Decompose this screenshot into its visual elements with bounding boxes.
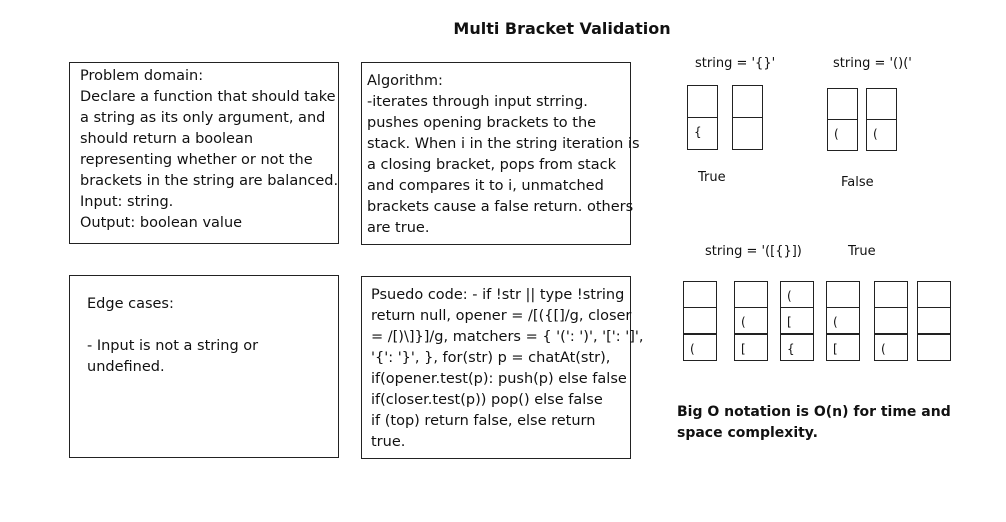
algorithm-line: and compares it to i, unmatched [367,178,604,194]
example3-stack2-cell: [ [734,334,768,361]
example3-result: True [848,244,876,259]
example2-stack2-cell: ( [866,119,897,151]
example3-label: string = '([{}]) [705,244,802,259]
example1-stack2-cell [732,117,763,150]
problem-domain-line: representing whether or not the [80,152,313,168]
problem-domain-input: Input: string. [80,194,174,210]
example3-stack2-cell: ( [734,307,768,334]
stack-cell-char: [ [833,342,838,356]
pseudo-code-line: Psuedo code: - if !str || type !string [371,287,625,303]
edge-cases-spacer [87,315,338,336]
big-o-note: Big O notation is O(n) for time and spac… [677,402,951,444]
problem-domain-line: should return a boolean [80,131,254,147]
example3-stack6-cell [917,307,951,334]
example2-stack2-cell [866,88,897,120]
example1-stack1-cell: { [687,117,718,150]
big-o-line: Big O notation is O(n) for time and [677,404,951,420]
pseudo-code-line: = /[)\]}]/g, matchers = { '(': ')', '[':… [371,329,644,345]
stack-cell-char: ( [873,127,878,141]
example2-label: string = '()(' [833,56,912,71]
example1-stack2-cell [732,85,763,118]
example2-stack1-cell [827,88,858,120]
problem-domain-line: brackets in the string are balanced. [80,173,339,189]
edge-cases-line: undefined. [87,359,165,375]
problem-domain-output: Output: boolean value [80,215,243,231]
example3-stack2-cell [734,281,768,308]
pseudo-code-line: return null, opener = /[({[]/g, closer [371,308,632,324]
problem-domain-line: Declare a function that should take [80,89,336,105]
stack-cell-char: [ [741,342,746,356]
edge-cases-heading: Edge cases: [87,296,174,312]
big-o-line: space complexity. [677,425,818,441]
example3-stack6-cell [917,334,951,361]
example1-stack1-cell [687,85,718,118]
example3-stack3-cell: [ [780,307,814,334]
problem-domain-heading: Problem domain: [80,68,204,84]
stack-cell-char: ( [834,127,839,141]
algorithm-line: stack. When i in the string iteration is [367,136,640,152]
algorithm-line: a closing bracket, pops from stack [367,157,616,173]
edge-cases-line: - Input is not a string or [87,338,259,354]
pseudo-code-line: if(opener.test(p): push(p) else false [371,371,627,387]
example3-stack3-cell: { [780,334,814,361]
pseudo-code-line: if (top) return false, else return [371,413,596,429]
pseudo-code-box: Psuedo code: - if !str || type !string r… [361,276,644,459]
example3-stack4-cell: ( [826,307,860,334]
algorithm-heading: Algorithm: [367,73,443,89]
pseudo-code-line: '{': '}', }, for(str) p = chatAt(str), [371,350,611,366]
example1-label: string = '{}' [695,56,776,71]
algorithm-line: pushes opening brackets to the [367,115,597,131]
page-title: Multi Bracket Validation [453,19,671,38]
pseudo-code-line: if(closer.test(p)) pop() else false [371,392,603,408]
example3-stack5-cell [874,307,908,334]
stack-cell-char: { [694,125,702,139]
example3-stack5-cell [874,281,908,308]
example3-stack4-cell: [ [826,334,860,361]
problem-domain-box: Problem domain: Declare a function that … [69,62,339,244]
example3-stack4-cell [826,281,860,308]
example2-stack1-cell: ( [827,119,858,151]
stack-cell-char: ( [833,315,838,329]
algorithm-line: are true. [367,220,430,236]
pseudo-code-line: true. [371,434,406,450]
example3-stack3-cell: ( [780,281,814,308]
example3-stack6-cell [917,281,951,308]
stack-cell-char: ( [787,289,792,303]
example3-stack1-cell [683,307,717,334]
example3-stack1-cell: ( [683,334,717,361]
edge-cases-box: Edge cases: - Input is not a string or u… [69,275,339,458]
stack-cell-char: ( [690,342,695,356]
algorithm-box: Algorithm: -iterates through input strri… [361,62,640,245]
stack-cell-char: [ [787,315,792,329]
example3-stack1-cell [683,281,717,308]
problem-domain-line: a string as its only argument, and [80,110,326,126]
stack-cell-char: ( [881,342,886,356]
stack-cell-char: ( [741,315,746,329]
algorithm-line: brackets cause a false return. others [367,199,634,215]
example1-result: True [698,170,726,185]
example3-stack5-cell: ( [874,334,908,361]
example2-result: False [841,175,874,190]
algorithm-line: -iterates through input strring. [367,94,588,110]
stack-cell-char: { [787,342,795,356]
